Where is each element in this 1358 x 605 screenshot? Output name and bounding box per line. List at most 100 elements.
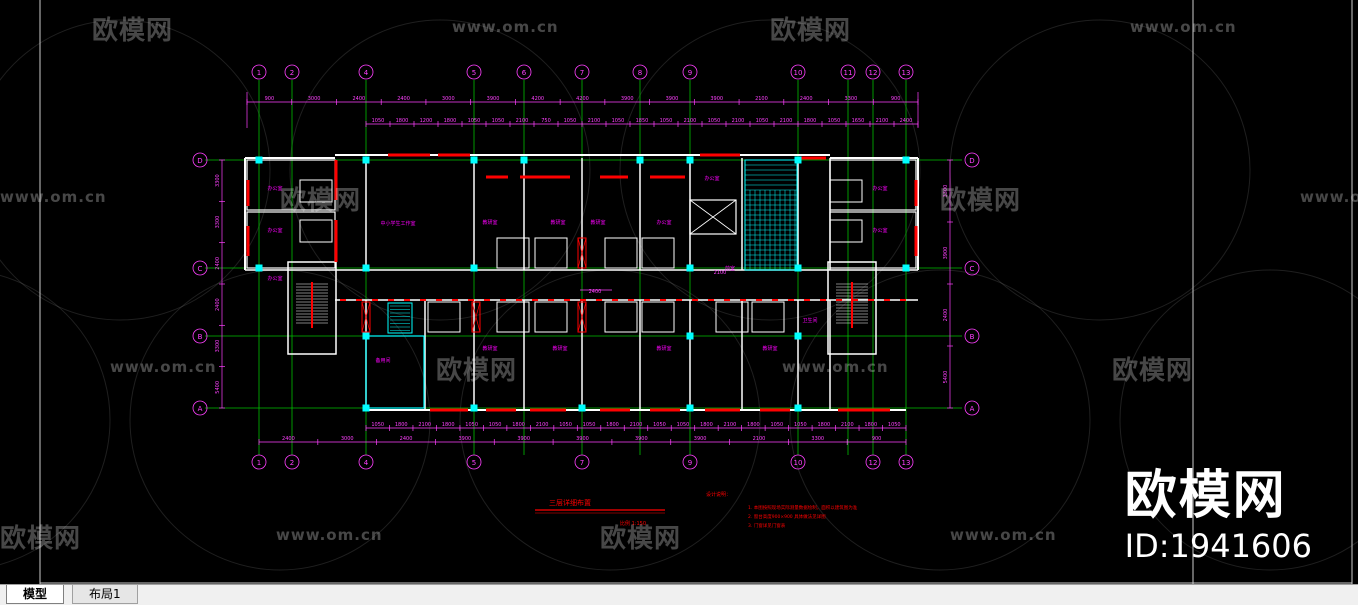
dim-bottom-1-label: 1800 — [817, 422, 830, 428]
watermark-circle — [1119, 269, 1358, 571]
axis-label-right: B — [970, 333, 975, 341]
axis-label-top: 5 — [472, 69, 476, 77]
axis-bubble-bottom — [358, 454, 374, 470]
note-line: 1. 本图按照现场实际测量数据绘制，面积以建筑图为准 — [748, 504, 858, 511]
axis-bubble-top — [466, 64, 482, 80]
dim-right-label: 3900 — [943, 247, 949, 260]
dim-bottom-1-label: 1050 — [559, 422, 572, 428]
brand-name: 欧模网 — [1124, 466, 1287, 526]
dim-top-2-label: 2100 — [684, 118, 697, 124]
axis-bubble-right — [964, 152, 980, 168]
stair-block-east — [827, 261, 877, 355]
structural-column — [470, 264, 478, 272]
dim-mid-label: 2400 — [589, 289, 602, 295]
tab-layout1[interactable]: 布局1 — [72, 585, 138, 604]
toilet-cubicle — [829, 219, 863, 243]
axis-bubble-top — [284, 64, 300, 80]
dim-bottom-2-label: 3900 — [635, 436, 648, 442]
tab-model[interactable]: 模型 — [6, 585, 65, 604]
dim-bottom-1-label: 2100 — [418, 422, 431, 428]
washroom-box — [641, 237, 675, 269]
axis-bubble-top — [632, 64, 648, 80]
room-label: 办公室 — [267, 275, 282, 282]
dim-top-2-label: 1050 — [492, 118, 505, 124]
axis-bubble-top — [358, 64, 374, 80]
elevator-cross — [689, 199, 737, 235]
dim-bottom-1-label: 1800 — [606, 422, 619, 428]
toilet-cubicle — [299, 219, 333, 243]
dim-left-label: 3300 — [215, 340, 221, 353]
axis-bubble-top — [516, 64, 532, 80]
brand-id: ID:1941606 — [1124, 527, 1312, 565]
elevator-shaft — [689, 199, 737, 235]
dim-bottom-1-label: 2100 — [536, 422, 549, 428]
axis-label-bottom: 1 — [257, 459, 261, 467]
dim-bottom-1-label: 2100 — [724, 422, 737, 428]
axis-label-bottom: 10 — [794, 459, 803, 467]
drawing-title: 三层详细布置 — [549, 498, 591, 507]
dim-top-2-label: 1800 — [444, 118, 457, 124]
axis-bubble-top — [790, 64, 806, 80]
dim-top-2-label: 2100 — [876, 118, 889, 124]
room-label: 中小学生工作室 — [380, 220, 415, 227]
dim-bottom-1-label: 1050 — [489, 422, 502, 428]
axis-label-right: D — [969, 157, 974, 165]
washroom-box — [641, 301, 675, 333]
structural-column — [362, 264, 370, 272]
dim-top-2-label: 2100 — [732, 118, 745, 124]
axis-label-top: 10 — [794, 69, 803, 77]
structural-column — [362, 156, 370, 164]
dim-top-1-label: 900 — [265, 96, 275, 102]
watermark-circle — [0, 19, 271, 321]
washroom-box — [496, 301, 530, 333]
axis-label-top: 7 — [580, 69, 584, 77]
dim-bottom-1-label: 1050 — [888, 422, 901, 428]
axis-label-bottom: 12 — [869, 459, 878, 467]
axis-label-top: 1 — [257, 69, 261, 77]
room-label: 教研室 — [590, 219, 605, 226]
axis-label-top: 11 — [844, 69, 853, 77]
room-label: 办公室 — [872, 227, 887, 234]
axis-bubble-right — [964, 400, 980, 416]
axis-bubble-left — [192, 152, 208, 168]
dim-top-1-label: 4200 — [576, 96, 589, 102]
structural-column — [902, 264, 910, 272]
axis-label-top: 2 — [290, 69, 294, 77]
axis-bubble-top — [840, 64, 856, 80]
axis-label-bottom: 2 — [290, 459, 294, 467]
dim-top-2-label: 1050 — [372, 118, 385, 124]
dim-top-2-label: 1050 — [612, 118, 625, 124]
axis-bubble-left — [192, 328, 208, 344]
room-label: 办公室 — [267, 227, 282, 234]
dim-bottom-2-label: 2400 — [400, 436, 413, 442]
axis-bubble-bottom — [682, 454, 698, 470]
door-cross — [577, 237, 587, 269]
washroom-box — [534, 237, 568, 269]
axis-bubble-top — [682, 64, 698, 80]
dim-top-2-label: 1200 — [420, 118, 433, 124]
structural-column — [255, 264, 263, 272]
room-label: 前室 — [725, 265, 735, 272]
watermark-circle — [949, 19, 1251, 321]
dim-bottom-2-label: 2400 — [282, 436, 295, 442]
dim-mid-label: 2100 — [714, 270, 727, 276]
axis-bubble-bottom — [790, 454, 806, 470]
room-label: 卫生间 — [802, 317, 817, 324]
structural-column — [902, 156, 910, 164]
dim-right-label: 5400 — [943, 371, 949, 384]
brand-badge: 欧模网 ID:1941606 — [1125, 466, 1312, 566]
washroom-box — [427, 301, 461, 333]
structural-column — [636, 156, 644, 164]
dim-bottom-1-label: 1050 — [794, 422, 807, 428]
structural-column — [255, 156, 263, 164]
dim-top-2-label: 1650 — [852, 118, 865, 124]
dim-top-2-label: 1050 — [468, 118, 481, 124]
structural-column — [794, 404, 802, 412]
structural-column — [794, 332, 802, 340]
dim-left-label: 2400 — [215, 257, 221, 270]
axis-label-bottom: 9 — [688, 459, 692, 467]
room-label: 办公室 — [656, 219, 671, 226]
dim-bottom-1-label: 2100 — [630, 422, 643, 428]
notes-title: 设计说明： — [706, 491, 731, 498]
